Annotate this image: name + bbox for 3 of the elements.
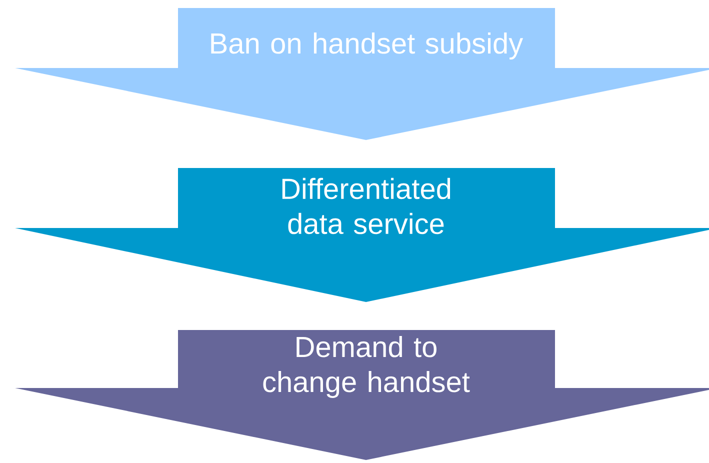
arrow-box: Differentiated data service: [15, 168, 709, 302]
arrow-box: Demand to change handset: [15, 330, 709, 460]
arrow-box: Ban on handset subsidy: [15, 8, 709, 140]
